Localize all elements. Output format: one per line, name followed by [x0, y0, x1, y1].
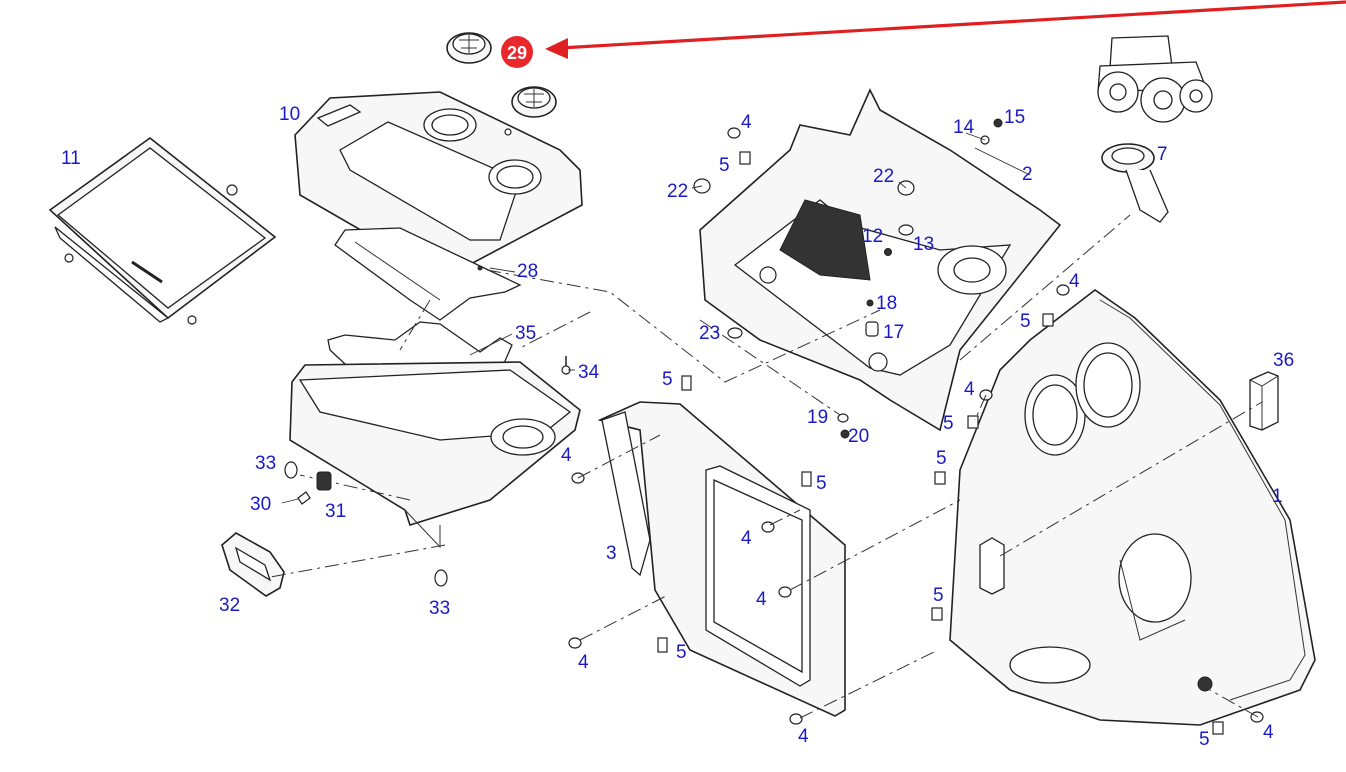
label-5d: 5 [676, 642, 687, 663]
label-17: 17 [883, 322, 904, 343]
label-33a: 33 [255, 453, 276, 474]
part-33-grommet-lower[interactable] [434, 569, 448, 587]
label-5f: 5 [943, 413, 954, 434]
label-30: 30 [250, 494, 271, 515]
label-32: 32 [219, 595, 240, 616]
part-36-block[interactable] [1249, 371, 1279, 431]
label-35: 35 [515, 323, 536, 344]
label-5h: 5 [933, 585, 944, 606]
label-14: 14 [953, 117, 975, 138]
callout-labels: 1 2 3 4 4 4 4 4 4 4 4 4 5 5 5 5 5 5 5 5 … [61, 104, 1294, 750]
label-4g: 4 [1069, 271, 1080, 292]
label-3: 3 [606, 543, 617, 564]
label-13: 13 [913, 234, 934, 255]
part-7-vent[interactable] [1101, 143, 1169, 223]
label-4c: 4 [741, 528, 752, 549]
part-1-bracket[interactable] [979, 537, 1005, 595]
label-34: 34 [578, 362, 600, 383]
label-10: 10 [279, 104, 300, 125]
label-5a: 5 [719, 155, 730, 176]
label-28: 28 [517, 261, 538, 282]
tractor-icon [1097, 35, 1213, 123]
label-4f: 4 [798, 726, 809, 747]
part-12-13-bolt[interactable] [884, 224, 914, 256]
label-5i: 5 [1199, 729, 1210, 750]
part-34-screw[interactable] [561, 356, 571, 375]
label-2: 2 [1022, 164, 1033, 185]
label-5g: 5 [936, 448, 947, 469]
label-15: 15 [1004, 107, 1025, 128]
label-5e: 5 [1020, 311, 1031, 332]
part-31-switch[interactable] [316, 471, 332, 491]
part-17-18-bushing[interactable] [865, 299, 879, 337]
label-1: 1 [1272, 486, 1283, 507]
label-33b: 33 [429, 598, 450, 619]
label-7: 7 [1157, 144, 1168, 165]
part-3-side-panel[interactable] [597, 401, 846, 717]
svg-text:29: 29 [507, 43, 527, 63]
label-4i: 4 [1263, 722, 1274, 743]
label-36: 36 [1273, 350, 1294, 371]
label-31: 31 [325, 501, 346, 522]
label-22b: 22 [873, 166, 894, 187]
label-18: 18 [876, 293, 897, 314]
part-1-side-shell[interactable] [949, 289, 1316, 726]
part-29-cap-top[interactable] [446, 32, 492, 64]
label-19: 19 [807, 407, 828, 428]
leader-lines [281, 132, 1031, 504]
highlight-badge-29[interactable]: 29 [501, 36, 533, 68]
part-29-cap-lower[interactable] [511, 86, 557, 118]
part-23-washer[interactable] [727, 327, 743, 339]
label-4h: 4 [964, 379, 975, 400]
label-4e: 4 [578, 652, 589, 673]
label-4b: 4 [561, 445, 572, 466]
label-4d: 4 [756, 589, 767, 610]
label-4a: 4 [741, 112, 752, 133]
lower-console-tray[interactable] [289, 361, 581, 549]
label-5c: 5 [816, 473, 827, 494]
label-5b: 5 [662, 369, 673, 390]
highlight-arrow [545, 0, 1346, 59]
label-12: 12 [862, 226, 883, 247]
label-23: 23 [699, 323, 720, 344]
part-14-15-nut[interactable] [980, 118, 1003, 145]
label-20: 20 [848, 426, 869, 447]
part-5-clips[interactable] [657, 151, 1224, 735]
part-30-clip[interactable] [297, 491, 311, 505]
part-11-lid[interactable] [48, 136, 277, 325]
part-2-rear-panel[interactable] [699, 88, 1062, 432]
part-28-mat[interactable] [334, 227, 522, 321]
part-32-handle[interactable] [221, 532, 285, 597]
part-19-20-washer-nut[interactable] [837, 413, 850, 439]
label-22a: 22 [667, 181, 688, 202]
assembly-lines [264, 214, 1263, 719]
part-33-grommet-upper[interactable] [284, 461, 298, 479]
label-11: 11 [61, 148, 81, 169]
